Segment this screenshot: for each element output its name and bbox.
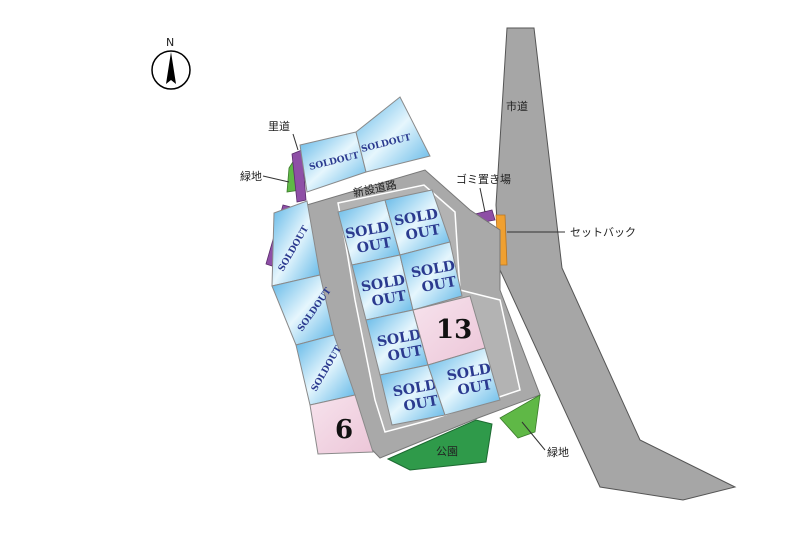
satomichi-label: 里道 xyxy=(268,119,290,133)
green-left-label: 緑地 xyxy=(240,169,262,183)
svg-text:SOLD: SOLD xyxy=(393,206,439,229)
lot-top-right: SOLDOUT xyxy=(355,96,431,173)
svg-text:SOLD: SOLD xyxy=(360,272,406,295)
park xyxy=(386,419,493,471)
svg-text:N: N xyxy=(166,36,174,49)
lot-inner-4: SOLD OUT xyxy=(399,241,463,311)
lot-inner-7: SOLD OUT xyxy=(427,347,501,416)
lot-inner-6: SOLD OUT xyxy=(379,364,446,426)
lot-inner-3: SOLD OUT xyxy=(351,254,414,321)
svg-text:SOLD: SOLD xyxy=(376,327,422,350)
setback-label: セットバック xyxy=(570,226,636,239)
svg-text:OUT: OUT xyxy=(405,222,443,244)
svg-text:OUT: OUT xyxy=(421,274,459,296)
green-right-label: 緑地 xyxy=(547,445,569,459)
lot-left-2: SOLDOUT xyxy=(271,274,335,346)
lot-inner-2: SOLD OUT xyxy=(384,189,451,256)
green-bottom-right xyxy=(499,394,541,439)
svg-text:OUT: OUT xyxy=(456,377,494,399)
garbage-label: ゴミ置き場 xyxy=(456,172,511,186)
lot-13: 13 xyxy=(412,295,486,366)
north-compass-icon: N xyxy=(151,36,191,90)
city-road-label: 市道 xyxy=(506,99,528,113)
lot-top-left: SOLDOUT xyxy=(299,131,367,193)
svg-text:SOLD: SOLD xyxy=(410,258,456,281)
svg-text:OUT: OUT xyxy=(371,288,409,310)
lot-6: 6 xyxy=(309,394,374,455)
park-label: 公園 xyxy=(436,445,458,458)
svg-text:SOLD: SOLD xyxy=(446,361,492,384)
lot-inner-5: SOLD OUT xyxy=(365,309,429,376)
svg-text:SOLD: SOLD xyxy=(344,219,390,242)
svg-text:13: 13 xyxy=(436,315,472,345)
svg-text:OUT: OUT xyxy=(402,393,440,415)
lot-inner-1: SOLD OUT xyxy=(337,199,401,266)
lot-left-3: SOLDOUT xyxy=(295,334,356,406)
svg-text:OUT: OUT xyxy=(387,343,425,365)
svg-text:OUT: OUT xyxy=(356,235,394,257)
svg-text:SOLD: SOLD xyxy=(392,377,438,400)
svg-text:6: 6 xyxy=(335,415,353,445)
